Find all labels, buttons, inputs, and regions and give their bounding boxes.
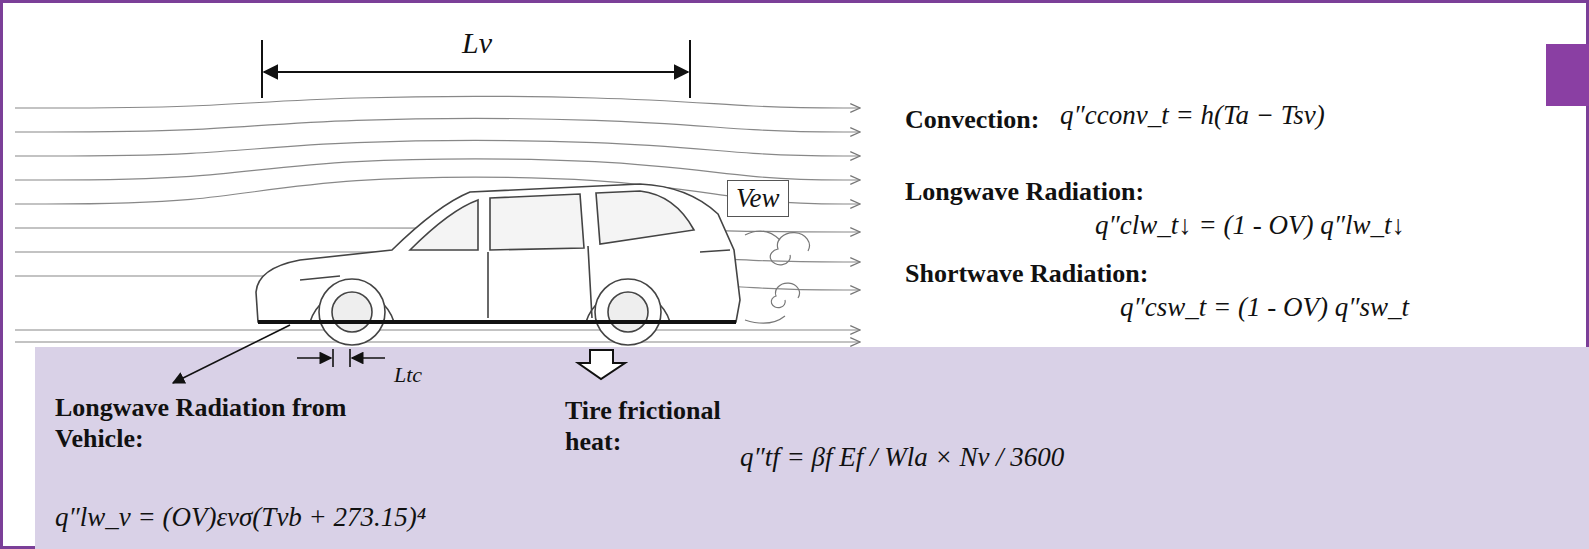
dimension-label: Lv — [462, 26, 492, 60]
formula-text: q″tf = βf Ef / Wla × Nv / 3600 — [740, 442, 1064, 473]
streamline — [15, 141, 860, 156]
dimension-label: Ltc — [394, 362, 422, 388]
streamline — [15, 341, 860, 342]
formula-text: q″lw_v = (OV)εvσ(Tvb + 273.15)⁴ — [55, 502, 426, 533]
term-heading: Convection: — [905, 104, 1039, 135]
wind-vector-box: Vew — [727, 180, 789, 217]
vortex — [745, 231, 809, 323]
pavement-band: Longwave Radiation from Vehicle: q″lw_v =… — [35, 347, 1589, 549]
streamline — [15, 159, 860, 180]
heat-arrow — [578, 350, 625, 379]
heading-text: Longwave Radiation from Vehicle: — [55, 392, 375, 454]
streamline — [15, 119, 860, 132]
formula: q″cconv_t = h(Ta − Tsv) — [1060, 100, 1325, 131]
formula: q″csw_t = (1 - OV) q″sw_t — [1120, 292, 1409, 323]
heading-text: Tire frictional heat: — [565, 395, 740, 457]
leader-line — [173, 325, 290, 383]
streamline — [15, 329, 860, 330]
car — [256, 184, 740, 345]
corner-tab — [1546, 44, 1589, 106]
streamline — [15, 97, 860, 109]
formula-text: Vew — [736, 183, 780, 214]
dimension-ltc — [297, 349, 385, 367]
streamlines — [15, 97, 860, 343]
term-heading: Longwave Radiation: — [905, 176, 1144, 207]
formula: q″clw_t↓ = (1 - OV) q″lw_t↓ — [1095, 210, 1405, 241]
term-heading: Shortwave Radiation: — [905, 258, 1148, 289]
